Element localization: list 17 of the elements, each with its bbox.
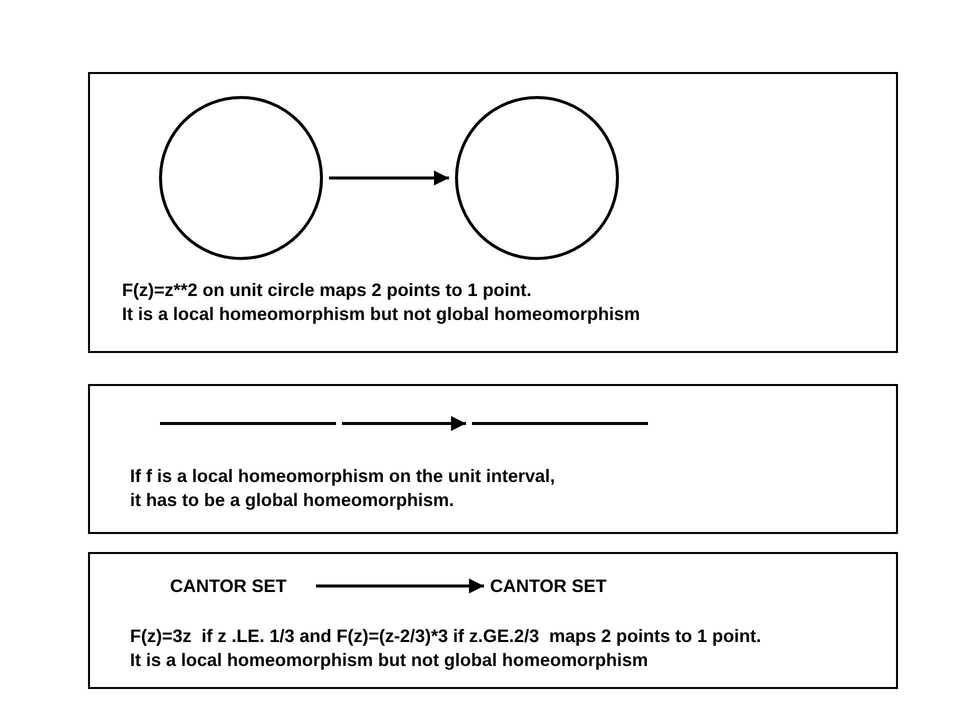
panel-box: [88, 72, 898, 353]
arrow: [329, 170, 449, 186]
statement-text: It is a local homeomorphism but not global homeomorphism: [122, 303, 642, 326]
panel-box: [88, 384, 898, 534]
statement-text: It is a local homeomorphism but not global homeomorphism: [130, 649, 650, 672]
line-segment: [160, 422, 336, 425]
set-label: CANTOR SET: [490, 574, 630, 598]
circle: [159, 96, 323, 260]
arrow: [342, 416, 466, 431]
circle: [455, 96, 619, 260]
line-segment: [472, 422, 648, 425]
arrow: [316, 578, 484, 594]
statement-text: F(z)=z**2 on unit circle maps 2 points to 1 point.: [122, 279, 533, 302]
set-label: CANTOR SET: [170, 574, 310, 598]
statement-text: If f is a local homeomorphism on the unit interval, it has to be a global homeomorphism.: [130, 465, 556, 512]
statement-text: F(z)=3z if z .LE. 1/3 and F(z)=(z-2/3)*3 if z.GE.2/3 maps 2 points to 1 point.: [130, 625, 762, 648]
panel-box: [88, 552, 898, 689]
